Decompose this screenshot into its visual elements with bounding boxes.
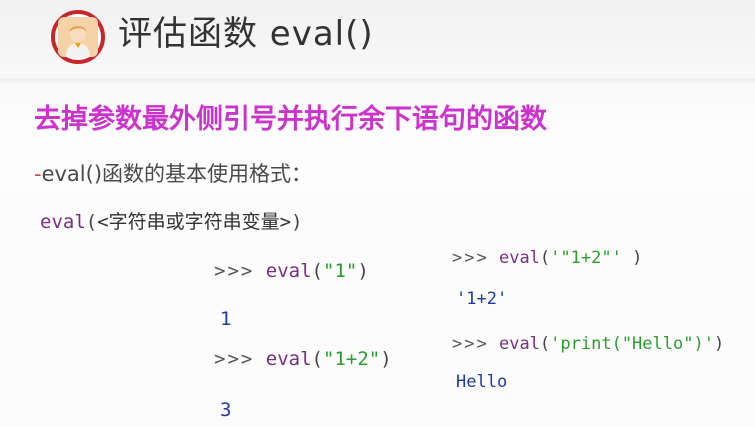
example-3-argument: '"1+2"'	[550, 248, 622, 268]
example-4-argument: 'print("Hello")'	[550, 334, 714, 354]
example-3-close-paren: )	[621, 248, 643, 268]
example-4-function: eval	[498, 334, 540, 354]
example-2-close-paren: )	[380, 348, 392, 370]
subheading-text: eval()函数的基本使用格式：	[41, 162, 313, 186]
syntax-argument: <字符串或字符串变量>	[97, 211, 292, 233]
avatar	[51, 10, 105, 64]
syntax-open-paren: (	[85, 211, 98, 233]
example-2-function: eval	[265, 348, 312, 370]
example-2-prompt: >>>	[214, 348, 255, 370]
example-3-output: '1+2'	[456, 289, 508, 309]
example-1-function: eval	[265, 260, 312, 282]
subheading: -eval()函数的基本使用格式：	[34, 158, 312, 190]
example-2-open-paren: (	[311, 348, 323, 370]
syntax-close-paren: )	[291, 211, 303, 233]
example-4-close-paren: )	[713, 334, 725, 354]
syntax-function: eval	[40, 211, 86, 233]
syntax-line: eval(<字符串或字符串变量>)	[40, 206, 303, 238]
example-1-output: 1	[220, 308, 232, 330]
title-divider	[0, 78, 755, 84]
example-3-prompt: >>>	[452, 248, 489, 268]
headline: 去掉参数最外侧引号并执行余下语句的函数	[34, 104, 547, 135]
example-3-open-paren: (	[539, 248, 551, 268]
example-2-argument: "1+2"	[323, 348, 381, 370]
example-4-output: Hello	[456, 372, 508, 392]
example-4-code: >>> eval('print("Hello")')	[452, 330, 724, 358]
example-3-code: >>> eval('"1+2"' )	[452, 244, 642, 272]
example-1-prompt: >>>	[214, 260, 255, 282]
person-avatar-icon	[58, 17, 98, 57]
subheading-dash: -	[34, 162, 42, 186]
page-title: 评估函数 eval()	[118, 14, 374, 54]
example-4-open-paren: (	[539, 334, 551, 354]
example-2-code: >>> eval("1+2")	[214, 344, 392, 374]
example-1-argument: "1"	[323, 260, 358, 282]
example-3-function: eval	[498, 248, 540, 268]
example-1-close-paren: )	[357, 260, 369, 282]
example-4-prompt: >>>	[452, 334, 489, 354]
example-1-open-paren: (	[311, 260, 323, 282]
example-1-code: >>> eval("1")	[214, 256, 369, 286]
example-2-output: 3	[220, 399, 232, 421]
